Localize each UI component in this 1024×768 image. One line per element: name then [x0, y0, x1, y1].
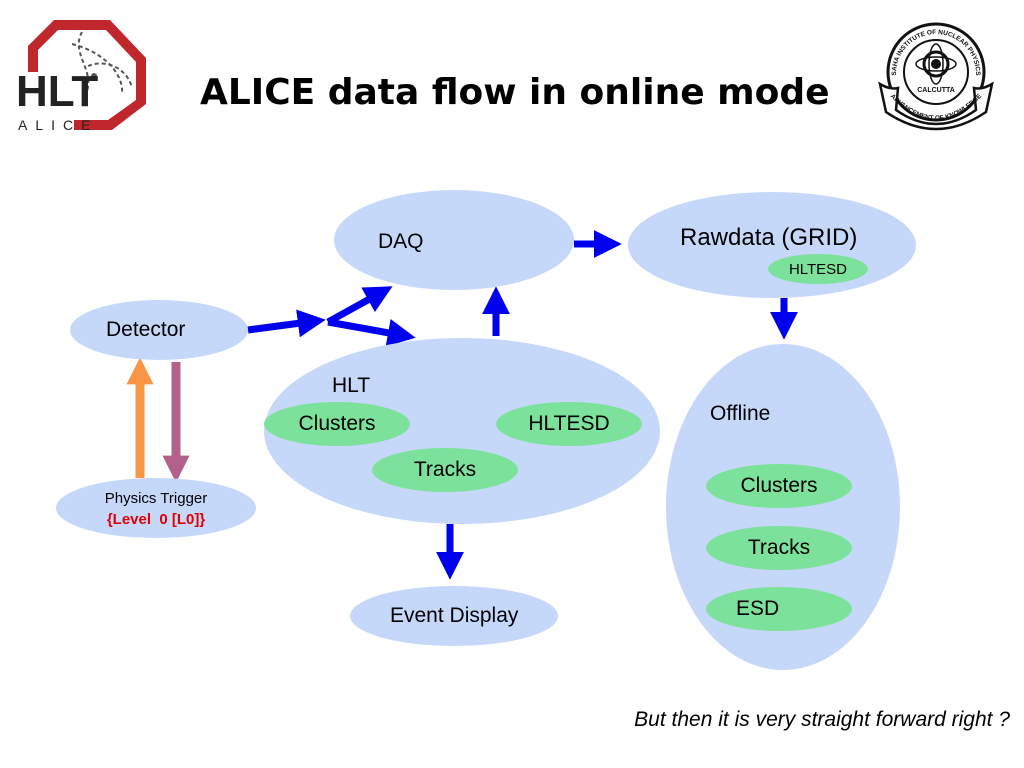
- event-display-node: [350, 586, 558, 646]
- physics-trigger-text: Physics Trigger {Level 0 [L0]}: [56, 488, 256, 530]
- rawdata-hltesd-badge: HLTESD: [768, 254, 868, 284]
- event-display-label: Event Display: [390, 604, 519, 627]
- offline-label: Offline: [710, 402, 771, 425]
- daq-node: [334, 190, 574, 290]
- daq-label: DAQ: [378, 230, 424, 253]
- offline-clusters-badge: Clusters: [706, 464, 852, 508]
- detector-label: Detector: [106, 318, 186, 341]
- hlt-logo-text: HLT: [16, 67, 98, 116]
- hlt-label: HLT: [332, 374, 371, 397]
- slide-title: ALICE data flow in online mode: [200, 72, 830, 113]
- offline-esd-badge: ESD: [706, 587, 852, 631]
- arrow-detector-to-split: [247, 309, 326, 338]
- physics-trigger-label: Physics Trigger: [104, 490, 208, 507]
- hlt-alice-logo: HLT ALICE: [12, 14, 152, 134]
- physics-trigger-node: [56, 478, 256, 538]
- rawdata-label: Rawdata (GRID): [680, 224, 858, 251]
- alice-logo-text: ALICE: [18, 117, 98, 133]
- physics-trigger-level: {Level 0 [L0]}: [106, 511, 206, 528]
- offline-tracks-badge: Tracks: [706, 526, 852, 570]
- saha-institute-seal: SAHA INSTITUTE OF NUCLEAR PHYSICS CALCUT…: [876, 14, 994, 136]
- arrow-split-to-daq: [326, 286, 393, 326]
- arrow-split-to-hlt: [327, 318, 416, 347]
- hlt-clusters-badge: Clusters: [264, 402, 410, 446]
- rawdata-node: [628, 192, 916, 298]
- hlt-tracks-badge: Tracks: [372, 448, 518, 492]
- seal-mid-text: CALCUTTA: [917, 87, 955, 94]
- footer-note: But then it is very straight forward rig…: [634, 708, 1010, 731]
- detector-node: [70, 300, 248, 360]
- hlt-hltesd-badge: HLTESD: [496, 402, 642, 446]
